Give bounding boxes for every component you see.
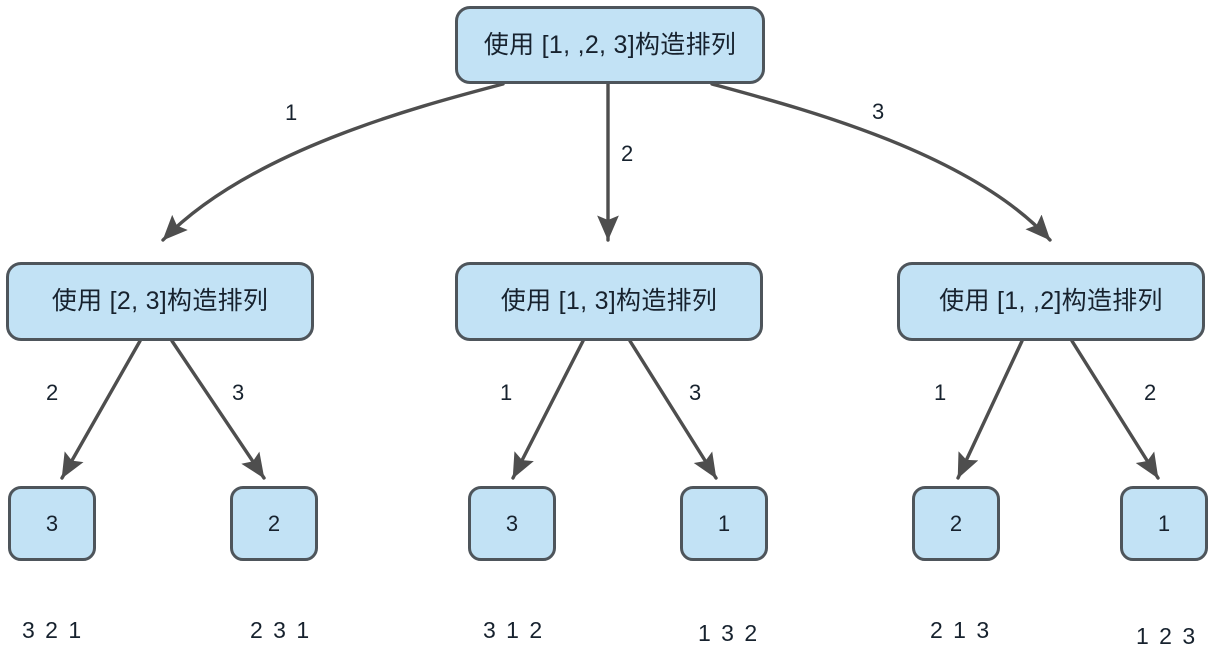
- node-leaf-2[interactable]: 2: [230, 486, 318, 561]
- result-label-5: 2 1 3: [930, 617, 992, 643]
- node-leaf-6[interactable]: 1: [1120, 486, 1208, 561]
- node-leaf-3-label: 3: [505, 510, 519, 536]
- edge-middle-to-leaf2: [628, 339, 718, 480]
- node-leaf-2-label: 2: [267, 510, 281, 536]
- edge-label-middle-1: 1: [500, 380, 513, 405]
- node-level1-right-label: 使用 [1, ,2]构造排列: [939, 287, 1163, 315]
- node-level1-left[interactable]: 使用 [2, 3]构造排列: [6, 262, 314, 341]
- node-root-label: 使用 [1, ,2, 3]构造排列: [483, 30, 737, 59]
- node-leaf-1-label: 3: [45, 510, 59, 536]
- edge-label-root-2: 2: [621, 141, 634, 166]
- node-leaf-4-label: 1: [717, 510, 731, 536]
- node-leaf-1[interactable]: 3: [8, 486, 96, 561]
- edge-label-right-1: 1: [934, 380, 947, 405]
- edge-label-left-2: 2: [46, 380, 59, 405]
- node-leaf-5-label: 2: [949, 510, 963, 536]
- node-level1-middle-label: 使用 [1, 3]构造排列: [500, 287, 718, 315]
- edge-root-to-right: [710, 82, 1052, 242]
- edge-left-to-leaf2: [170, 339, 266, 480]
- result-label-6: 1 2 3: [1136, 623, 1198, 649]
- edge-right-to-leaf2: [1070, 339, 1160, 480]
- result-label-4: 1 3 2: [698, 620, 760, 646]
- result-label-2: 2 3 1: [250, 617, 312, 643]
- edge-label-root-3: 3: [872, 99, 885, 124]
- node-leaf-5[interactable]: 2: [912, 486, 1000, 561]
- node-leaf-3[interactable]: 3: [468, 486, 556, 561]
- edge-right-to-leaf1: [956, 339, 1024, 480]
- node-level1-left-label: 使用 [2, 3]构造排列: [51, 287, 269, 315]
- node-leaf-4[interactable]: 1: [680, 486, 768, 561]
- result-label-3: 3 1 2: [483, 617, 545, 643]
- edge-label-left-3: 3: [232, 380, 245, 405]
- node-leaf-6-label: 1: [1157, 510, 1171, 536]
- edge-left-to-leaf1: [60, 339, 142, 480]
- node-level1-middle[interactable]: 使用 [1, 3]构造排列: [455, 262, 763, 341]
- result-label-1: 3 2 1: [22, 617, 84, 643]
- edge-middle-to-leaf1: [511, 339, 585, 480]
- edge-label-right-2: 2: [1144, 380, 1157, 405]
- edge-label-middle-3: 3: [689, 380, 702, 405]
- edge-root-to-left: [161, 82, 505, 242]
- node-level1-right[interactable]: 使用 [1, ,2]构造排列: [897, 262, 1205, 341]
- edge-label-root-1: 1: [285, 100, 298, 125]
- node-root[interactable]: 使用 [1, ,2, 3]构造排列: [455, 6, 765, 84]
